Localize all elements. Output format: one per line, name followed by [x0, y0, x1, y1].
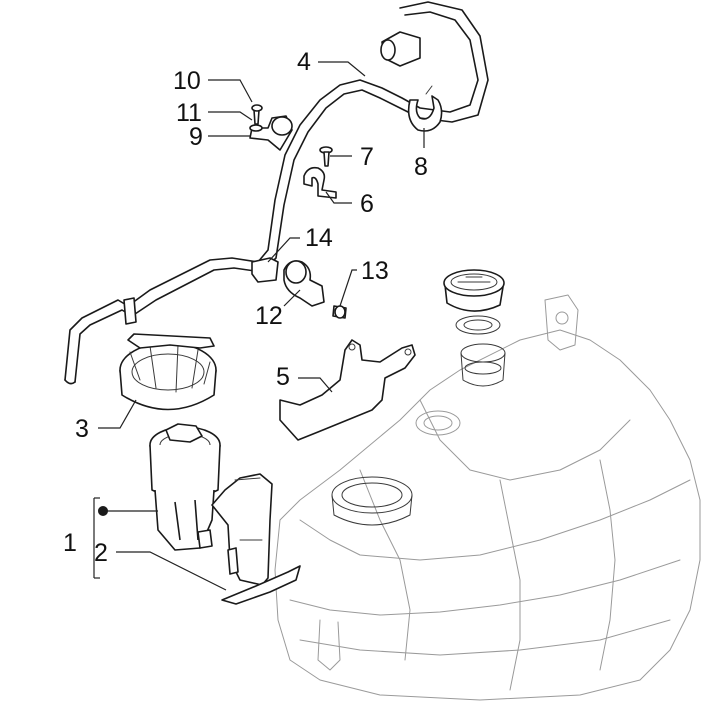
reference-dot [98, 506, 108, 516]
tank-bracket [279, 339, 416, 441]
callout-6: 6 [360, 190, 374, 218]
leader-lines [93, 61, 425, 591]
callout-2: 2 [94, 539, 108, 567]
fuel-tank [274, 294, 701, 701]
callout-7: 7 [360, 143, 374, 171]
fuel-cap [443, 269, 505, 335]
callout-12: 12 [255, 302, 283, 330]
hose-holder [249, 104, 293, 151]
callout-1: 1 [63, 529, 77, 557]
callout-5: 5 [276, 363, 290, 391]
lock-ring [119, 333, 217, 411]
callout-8: 8 [414, 153, 428, 181]
callout-labels: 1 2 3 4 5 6 7 8 9 10 11 12 13 14 [63, 48, 428, 567]
pipe-clip [303, 146, 337, 199]
callout-9: 9 [189, 123, 203, 151]
fuel-hose [64, 1, 489, 385]
fuel-pump-assembly [149, 423, 301, 605]
callout-13: 13 [361, 257, 389, 285]
callout-3: 3 [75, 415, 89, 443]
callout-11: 11 [176, 99, 202, 127]
callout-14: 14 [305, 224, 333, 252]
hose-clamp [407, 85, 443, 132]
callout-10: 10 [173, 67, 201, 95]
hose-support [251, 257, 347, 319]
callout-4: 4 [297, 48, 311, 76]
